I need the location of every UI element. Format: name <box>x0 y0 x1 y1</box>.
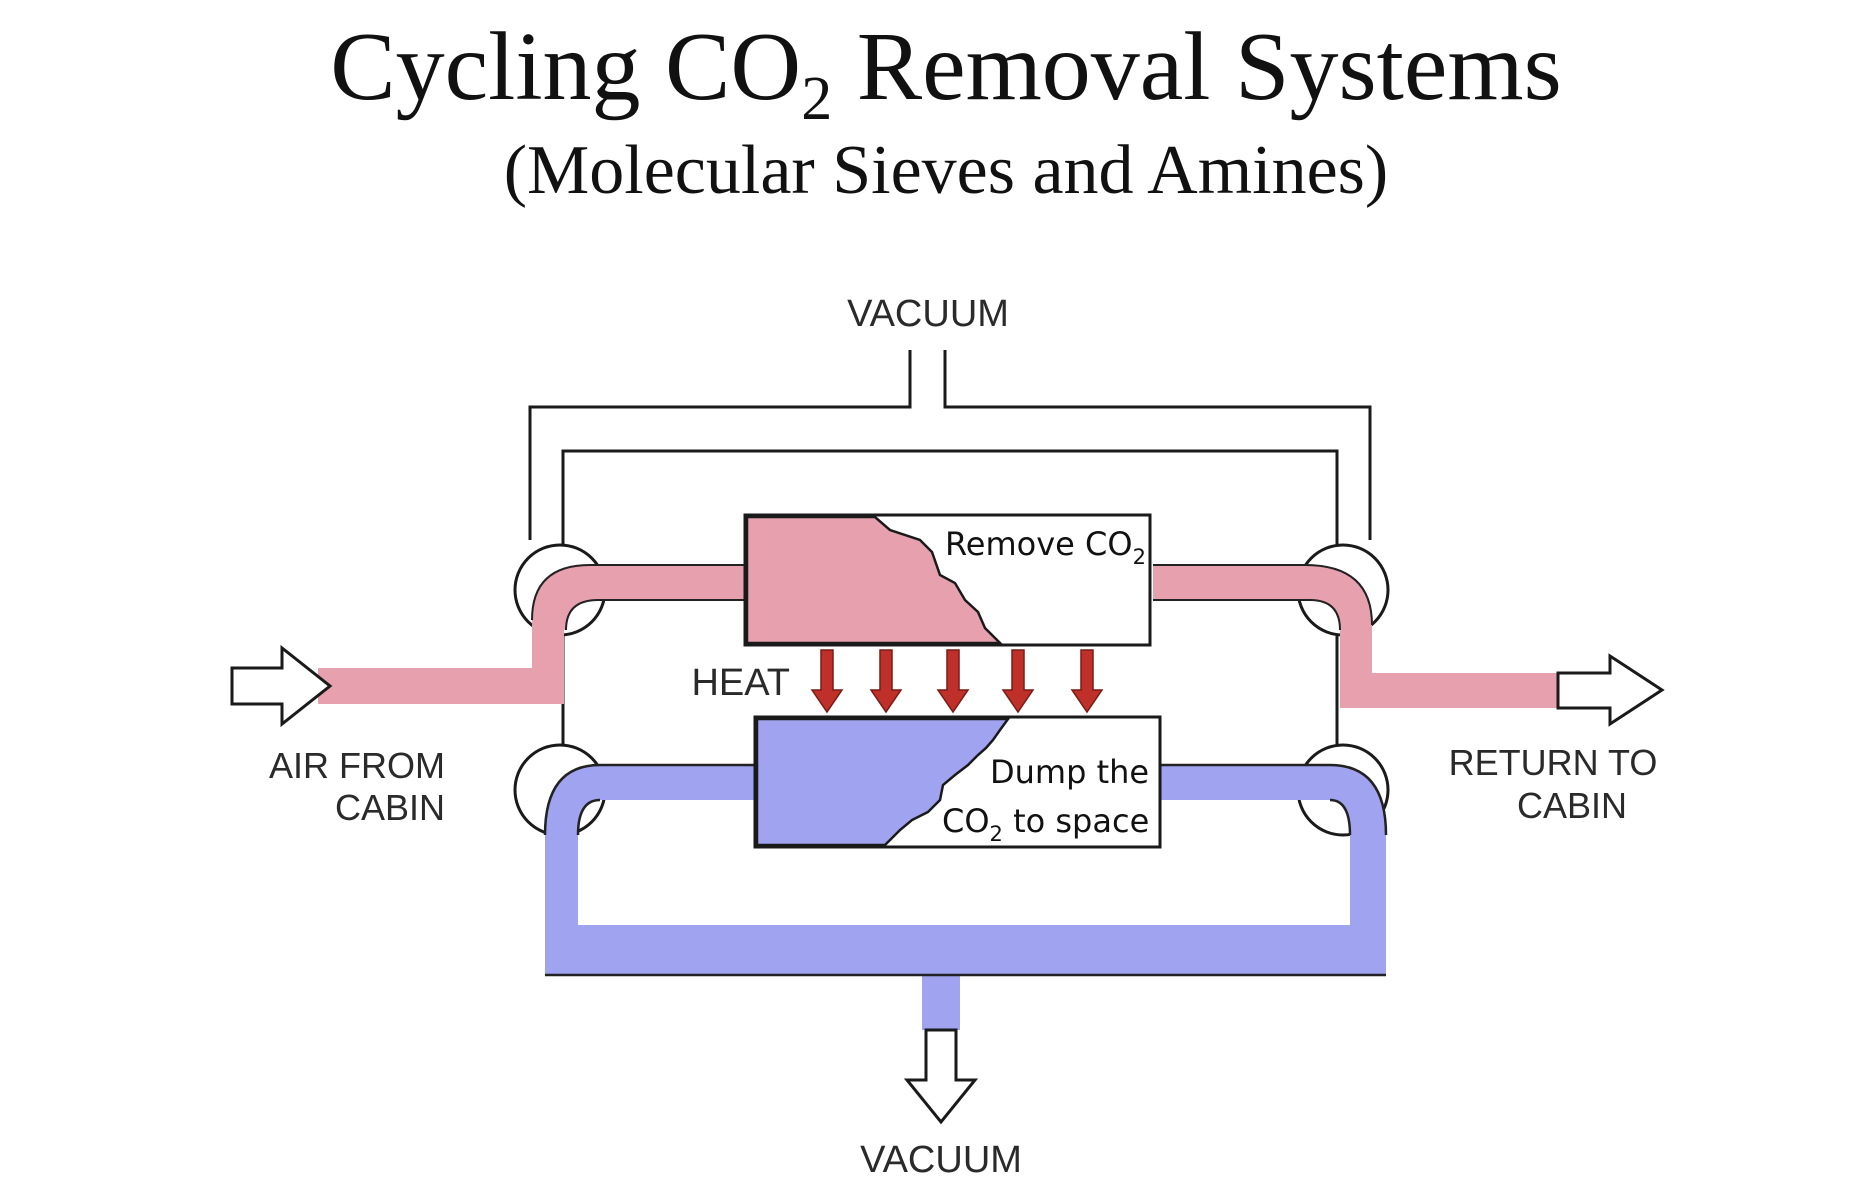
bed-bottom-co: CO <box>942 802 990 840</box>
heat-arrow-5 <box>1070 649 1104 714</box>
bed-bottom-suffix: to space <box>1003 802 1149 840</box>
heat-label: HEAT <box>691 662 790 704</box>
return-to-label-line2: CABIN <box>1517 785 1627 826</box>
vacuum-top-label: VACUUM <box>847 293 1009 335</box>
air-from-label-line1: AIR FROM <box>269 745 445 786</box>
page-subtitle: (Molecular Sieves and Amines) <box>503 132 1389 209</box>
bed-bottom-subscript: 2 <box>990 822 1003 846</box>
title-prefix: Cycling CO <box>330 13 802 121</box>
title-subscript: 2 <box>801 65 833 133</box>
heat-arrow-1 <box>810 649 844 714</box>
vacuum-stream <box>545 765 1386 1030</box>
sorbent-bed-top <box>743 513 1152 647</box>
heat-arrows <box>810 649 1104 714</box>
vacuum-bottom-label: VACUUM <box>860 1139 1022 1181</box>
title-suffix: Removal Systems <box>832 13 1562 121</box>
arrow-return-out <box>1556 653 1665 727</box>
bed-top-text: Remove CO <box>945 525 1133 563</box>
bed-bottom-label-line2: CO2 to space <box>942 802 1149 846</box>
return-to-label-line1: RETURN TO <box>1449 742 1658 783</box>
air-stream-edges <box>531 564 1373 631</box>
page-title: Cycling CO2 Removal Systems <box>0 13 1852 133</box>
heat-arrow-4 <box>1001 649 1035 714</box>
arrow-vacuum-out <box>903 1028 979 1125</box>
heat-arrow-3 <box>936 649 970 714</box>
heat-arrow-2 <box>869 649 903 714</box>
bed-bottom-label-line1: Dump the <box>990 753 1149 791</box>
arrow-air-in <box>230 644 333 728</box>
bed-top-subscript: 2 <box>1133 545 1146 569</box>
air-from-label-line2: CABIN <box>335 787 445 828</box>
air-stream <box>318 565 1558 708</box>
sorbent-bed-bottom <box>753 715 1162 849</box>
vacuum-stream-edges <box>543 763 1388 977</box>
bed-top-label: Remove CO2 <box>945 525 1146 569</box>
